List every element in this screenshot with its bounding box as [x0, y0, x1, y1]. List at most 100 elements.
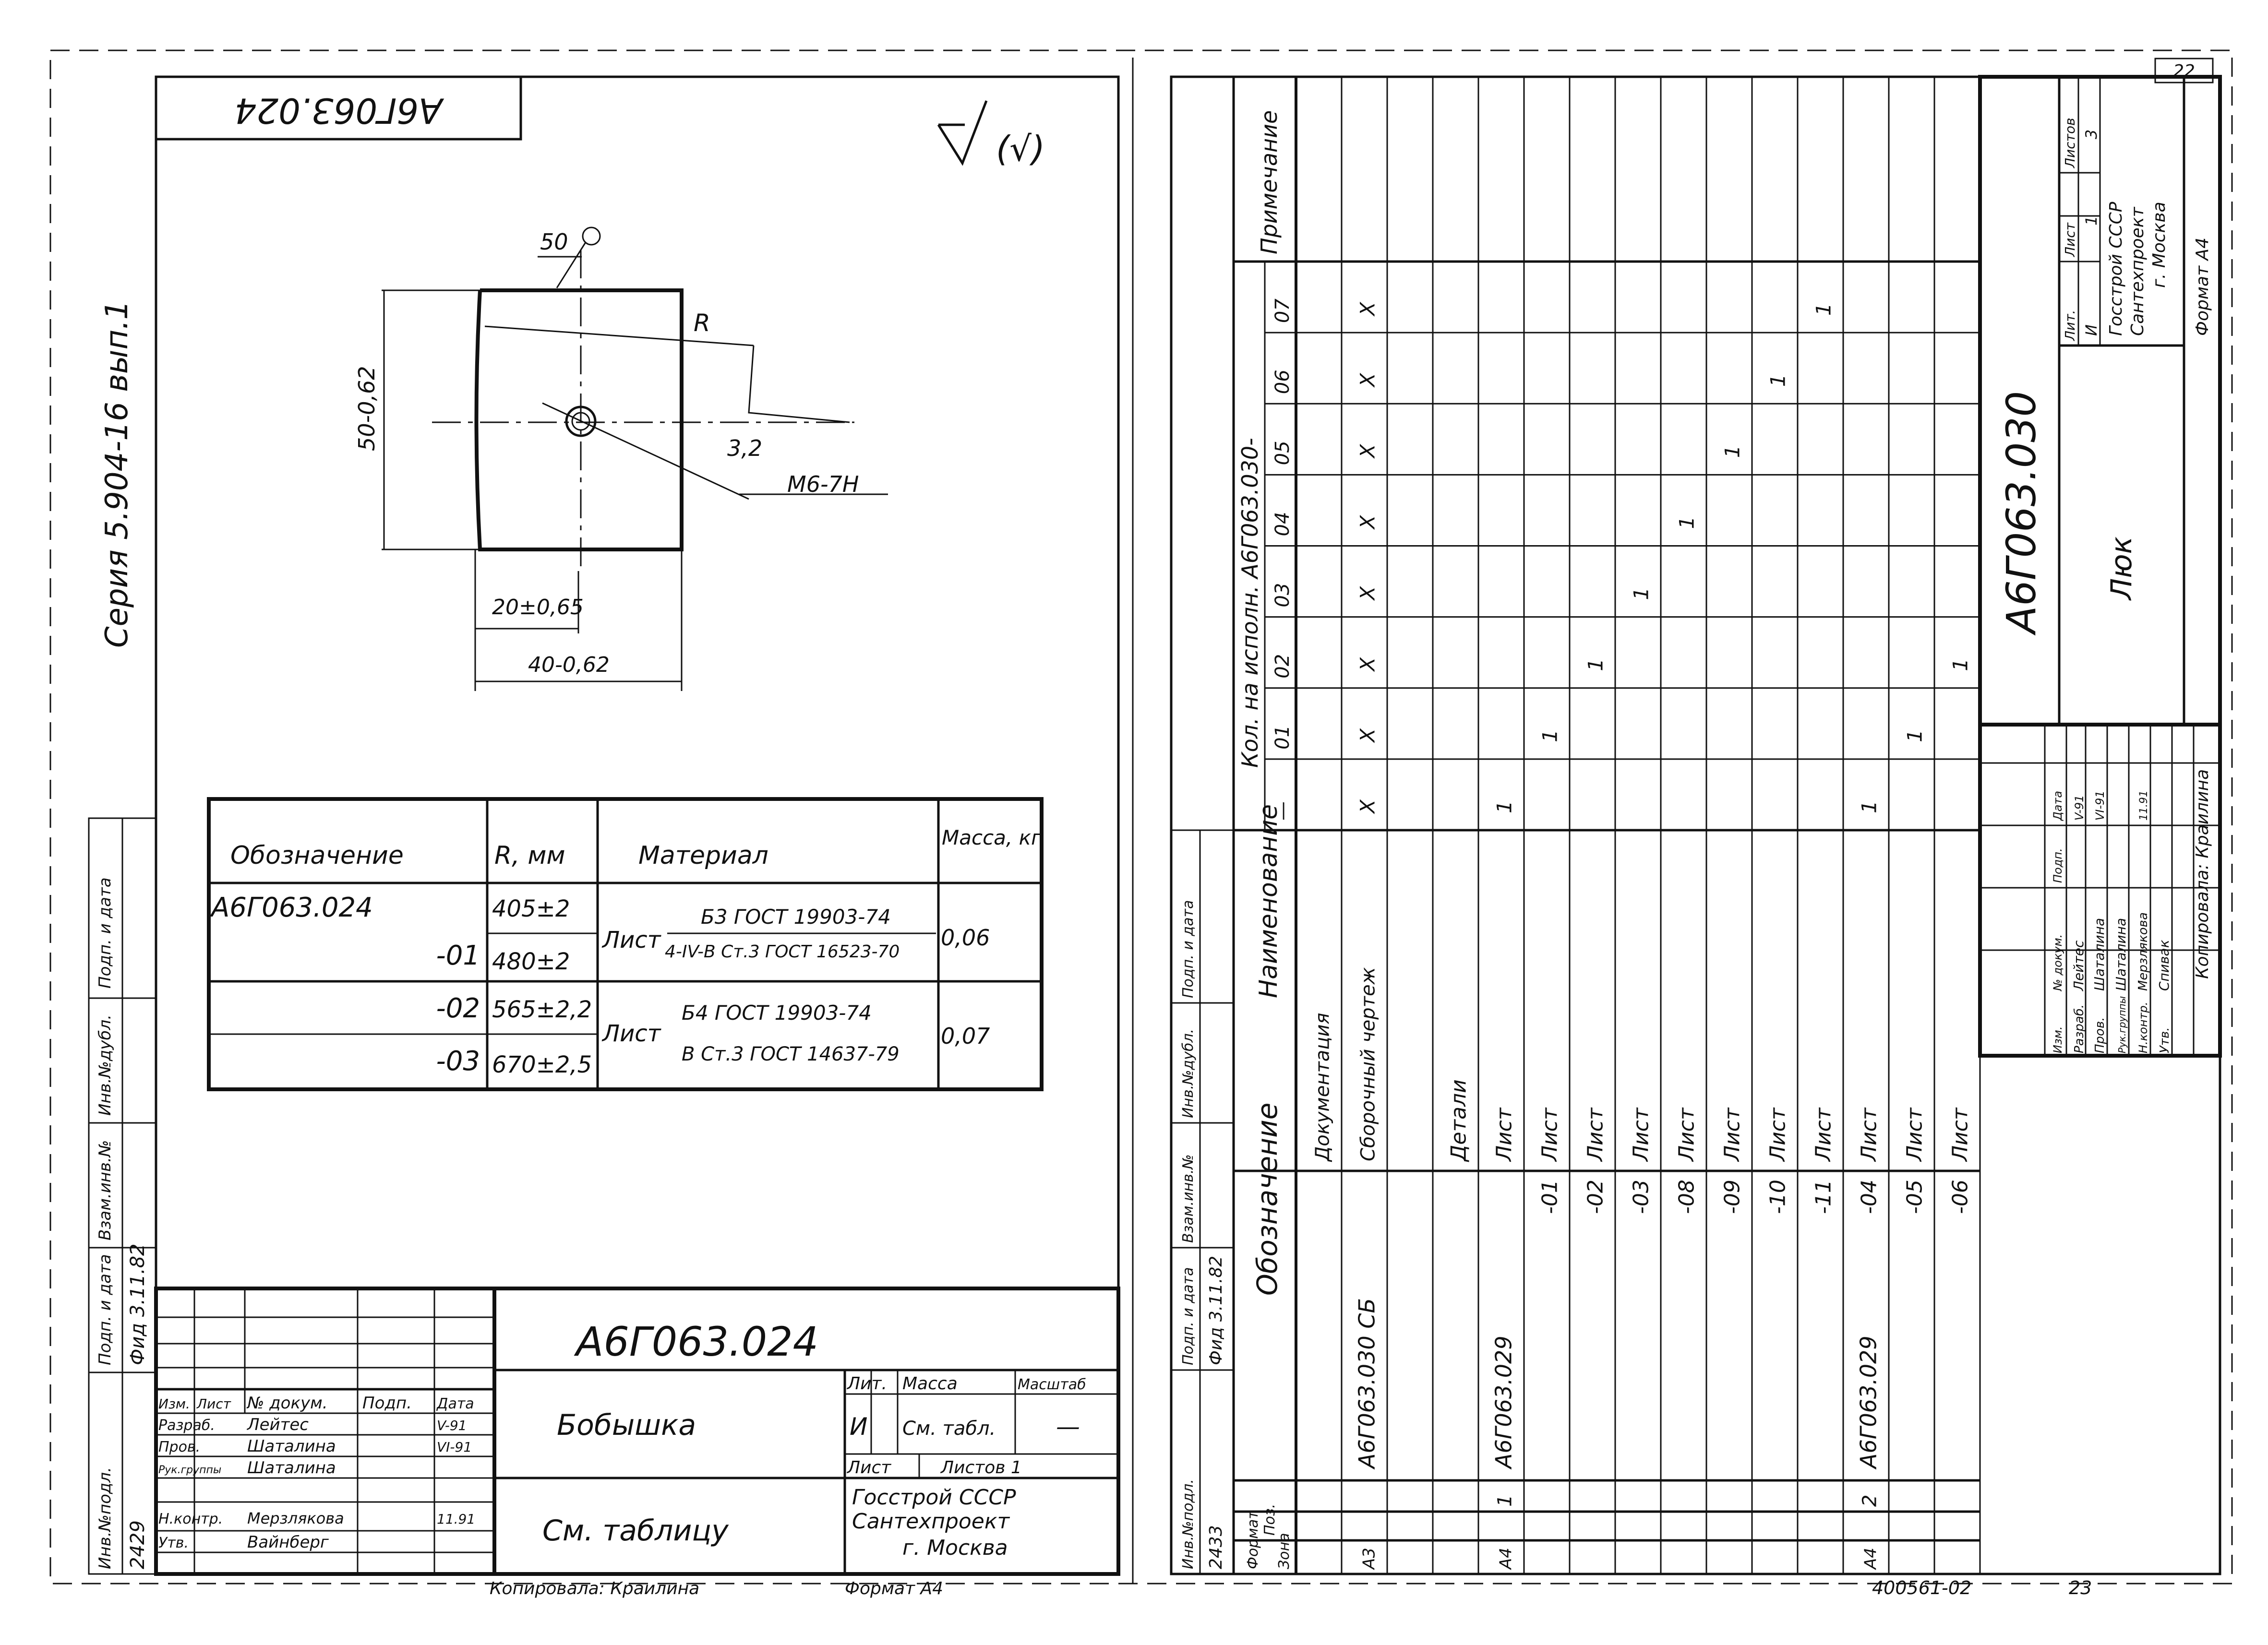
right-title-code: А6Г063.030 [1998, 391, 2045, 636]
tb-org-2: Сантехпроект [852, 1509, 1010, 1534]
spec-row-designation: -11 [1811, 1180, 1836, 1214]
spec-row-designation: -02 [1583, 1180, 1608, 1214]
material-line2: 4-IV-В Ст.3 ГОСТ 16523-70 [665, 942, 900, 962]
rtb-sheet-label: Лист [2062, 222, 2078, 257]
rtb-sheets-value: 3 [2082, 130, 2100, 139]
spec-row-qty: 1 [1629, 587, 1653, 600]
spec-row-qty: X [1356, 728, 1379, 743]
dim-small: 20±0,65 [492, 595, 584, 620]
spec-row-qty: X [1356, 443, 1379, 459]
rtb-date: VI-91 [2093, 790, 2107, 821]
spec-row-designation: -01 [1537, 1180, 1562, 1214]
right-footer-page: 23 [2069, 1577, 2092, 1598]
left-title-name: Бобышка [557, 1408, 696, 1442]
table-row-r: 565±2,2 [492, 996, 592, 1023]
tb-col-sign: Подп. [362, 1394, 412, 1413]
rtb-role: Утв. [2158, 1027, 2172, 1053]
table-row-designation: -03 [436, 1046, 480, 1077]
dim-bottom-lines [474, 549, 683, 691]
tb-col-izm: Изм. [158, 1396, 190, 1412]
spec-row-qty: X [1356, 657, 1379, 672]
table-header-mass: Масса, кг [942, 826, 1042, 849]
sidebar-label-replace: Взам.инв.№ [96, 1140, 115, 1240]
rtb-col: Дата [2051, 791, 2064, 821]
material-mass: 0,07 [941, 1023, 990, 1049]
spec-row-qty: X [1356, 372, 1379, 388]
rtb-org-2: Сантехпроект [2128, 207, 2148, 336]
spec-qty-col-label: 05 [1272, 441, 1294, 465]
spec-row-name: Детали [1446, 1079, 1471, 1162]
spec-row-qty: 1 [1903, 729, 1926, 742]
spec-qty-col-label: — [1272, 801, 1294, 821]
material-label: Лист [601, 927, 662, 954]
dim-roughness-value: 50 [540, 229, 568, 255]
spec-col-zone: Зона [1276, 1533, 1293, 1569]
spec-row-name: Лист [1492, 1107, 1516, 1162]
rtb-date: 11.91 [2138, 790, 2150, 821]
r-sidebar-label: Инв.№подл. [1180, 1479, 1197, 1569]
spec-row-designation: -08 [1674, 1180, 1699, 1214]
table-row-r: 670±2,5 [492, 1051, 592, 1078]
rtb-col: Изм. [2051, 1026, 2064, 1053]
spec-row-name: Сборочный чертеж [1357, 967, 1379, 1161]
spec-row-name: Лист [1674, 1107, 1699, 1162]
spec-row-name: Лист [1948, 1107, 1972, 1162]
spec-row-qty: 1 [1857, 800, 1881, 813]
spec-row-qty: 1 [1812, 303, 1835, 316]
tb-lit-value: И [850, 1413, 867, 1441]
tb-role: Н.контр. [158, 1511, 223, 1527]
tb-lit-label: Лит. [846, 1374, 887, 1394]
spec-qty-col-label: 04 [1272, 512, 1294, 536]
spec-row-name: Лист [1902, 1107, 1927, 1162]
spec-table-text: —01020304050607ДокументацияА3А6Г063.030 … [1272, 298, 1972, 1570]
dim-height-line [382, 289, 480, 550]
tb-person: Шаталина [247, 1458, 336, 1478]
tb-scale-label: Масштаб [1018, 1376, 1086, 1393]
rtb-format: Формат А4 [2193, 238, 2212, 336]
rtb-date: V-91 [2073, 795, 2086, 821]
rtb-sheet-value: 1 [2082, 216, 2100, 226]
tb-org-1: Госстрой СССР [852, 1485, 1016, 1510]
series-text: Серия 5.904-16 вып.1 [99, 300, 135, 648]
dim-chamfer: 3,2 [727, 435, 762, 461]
tb-scale-value: — [1056, 1413, 1080, 1441]
rtb-person: Спивак [2156, 940, 2172, 991]
r-sidebar-signature: Фид 3.11.82 [1206, 1256, 1226, 1365]
spec-col-pos: Поз. [1261, 1504, 1278, 1536]
spec-qty-col-label: 01 [1272, 725, 1294, 750]
rtb-role: Разраб. [2072, 1004, 2087, 1053]
tb-col-list: Лист [196, 1396, 231, 1412]
material-label: Лист [601, 1020, 662, 1047]
spec-row-designation: -03 [1629, 1180, 1653, 1214]
spec-row-qty: 1 [1538, 729, 1561, 742]
material-line1: Б4 ГОСТ 19903-74 [682, 1001, 872, 1025]
sidebar-label-sign2: Подп. и дата [96, 877, 115, 989]
spec-qty-col-label: 03 [1272, 583, 1294, 608]
spec-row-designation: -06 [1948, 1180, 1972, 1214]
tb-role: Утв. [158, 1535, 189, 1551]
dim-thread: М6-7Н [787, 471, 859, 497]
rtb-role: Н.контр. [2136, 1002, 2150, 1053]
spec-row-pos: 2 [1859, 1495, 1881, 1507]
tb-sheets-label: Листов 1 [940, 1458, 1022, 1478]
material-line2: В Ст.3 ГОСТ 14637-79 [682, 1043, 900, 1065]
spec-qty-col-label: 02 [1272, 654, 1294, 679]
table-header-designation: Обозначение [230, 841, 404, 870]
tb-mass-label: Масса [902, 1374, 958, 1394]
tb-sheet-label: Лист [846, 1458, 891, 1478]
table-row-designation: -01 [436, 940, 480, 971]
sidebar-label-inv: Инв.№подл. [96, 1467, 115, 1569]
tb-role: Пров. [158, 1439, 200, 1455]
spec-row-qty: 1 [1766, 374, 1789, 387]
rtb-org-3: г. Москва [2149, 202, 2169, 288]
tb-role: Рук.группы [158, 1464, 221, 1476]
spec-row-format: А4 [1861, 1548, 1880, 1570]
spec-row-name: Лист [1857, 1107, 1881, 1162]
code-box-text: А6Г063.024 [235, 90, 444, 131]
sidebar-label-dup: Инв.№дубл. [96, 1014, 115, 1116]
left-footer-copied: Копировала: Краилина [490, 1579, 699, 1598]
table-header-r: R, мм [494, 841, 565, 870]
right-footer-code: 400561-02 [1872, 1577, 1971, 1598]
